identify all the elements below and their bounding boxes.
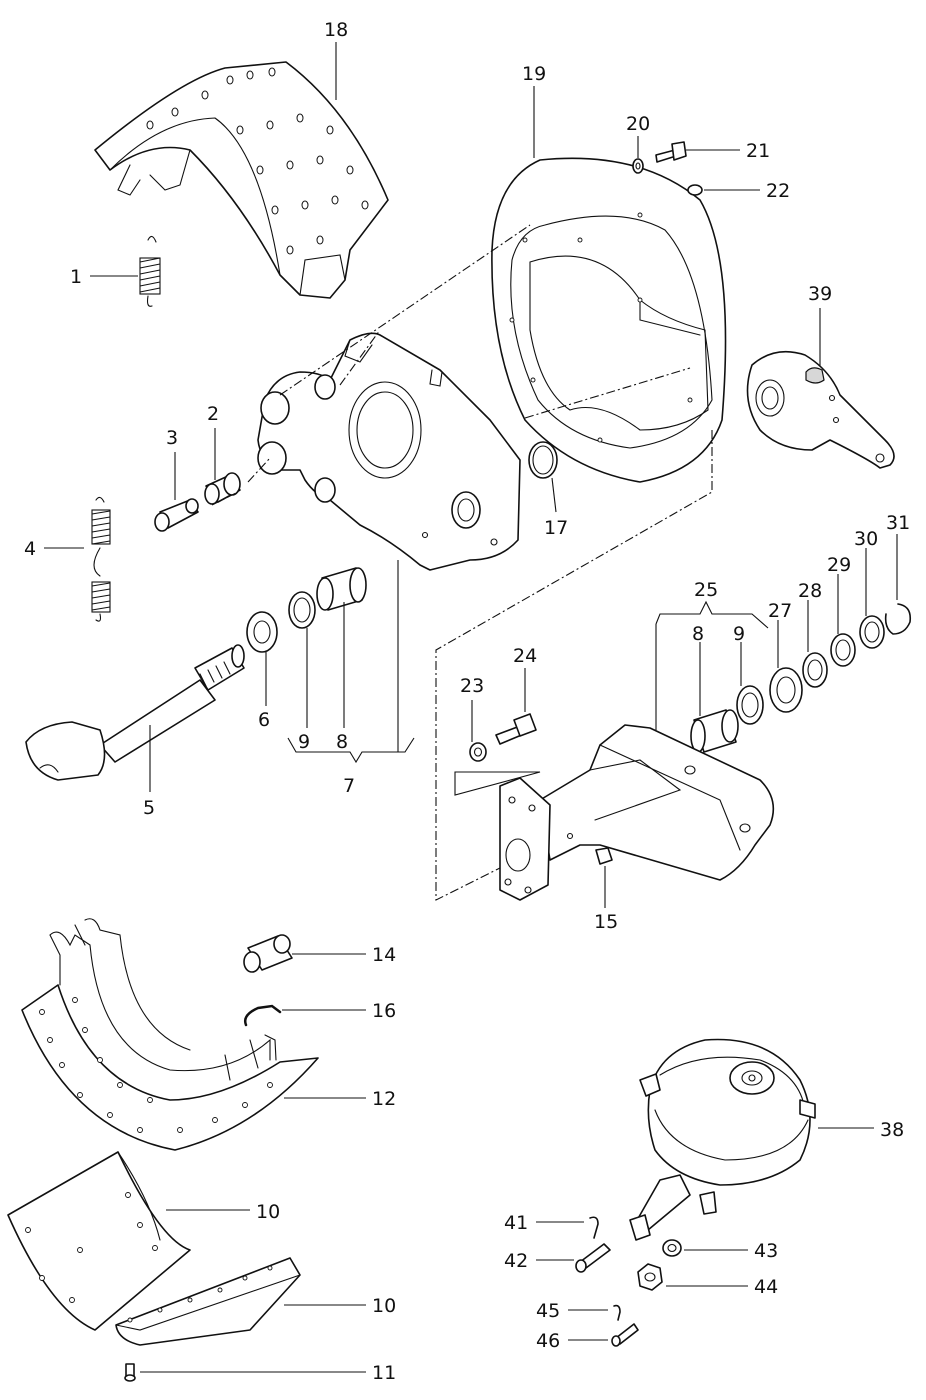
callout-9-left: 9: [298, 731, 310, 753]
part-30-washer: [859, 615, 885, 649]
part-20-washer: [632, 158, 644, 174]
part-41-cotter-pin: [589, 1216, 599, 1239]
part-19-dust-shield: [491, 157, 727, 483]
part-23-washer: [469, 742, 487, 762]
callout-38: 38: [880, 1119, 904, 1141]
part-6-washer: [246, 611, 278, 653]
callout-29: 29: [827, 554, 851, 576]
callout-46: 46: [536, 1330, 560, 1352]
part-18-brake-shoe-upper: [94, 61, 389, 299]
callout-10-upper: 10: [256, 1201, 280, 1223]
part-5-camshaft: [25, 644, 245, 781]
part-9-seal-left: [288, 591, 316, 629]
callout-1: 1: [70, 266, 82, 288]
callout-5: 5: [143, 797, 155, 819]
part-10-lining-upper: [7, 1151, 191, 1331]
part-10-lining-lower: [115, 1257, 301, 1346]
brake-spider: [257, 332, 521, 571]
part-3-anchor-pin: [154, 498, 199, 532]
part-42-clevis-pin: [575, 1243, 611, 1273]
callout-24: 24: [513, 645, 537, 667]
callout-30: 30: [854, 528, 878, 550]
callout-14: 14: [372, 944, 396, 966]
camshaft-support-bracket: [499, 724, 775, 901]
callout-41: 41: [504, 1212, 528, 1234]
callout-6: 6: [258, 709, 270, 731]
callout-3: 3: [166, 427, 178, 449]
part-29-washer: [830, 633, 856, 667]
callout-9-right: 9: [733, 623, 745, 645]
callout-10-lower: 10: [372, 1295, 396, 1317]
callout-20: 20: [626, 113, 650, 135]
part-9-seal-right: [736, 685, 764, 725]
callout-2: 2: [207, 403, 219, 425]
callout-11: 11: [372, 1362, 396, 1384]
callout-42: 42: [504, 1250, 528, 1272]
callout-44: 44: [754, 1276, 778, 1298]
part-27-washer: [769, 667, 803, 713]
part-38-brake-chamber: [629, 1038, 816, 1241]
part-15-grease-fitting: [595, 847, 613, 865]
part-4-springs: [91, 496, 111, 622]
callout-12: 12: [372, 1088, 396, 1110]
callout-15: 15: [594, 911, 618, 933]
callout-31: 31: [886, 512, 910, 534]
part-1-return-spring: [139, 235, 161, 307]
callout-21: 21: [746, 140, 770, 162]
part-12-brake-shoe-lower: [21, 918, 319, 1151]
callout-17: 17: [544, 517, 568, 539]
part-45-cotter-pin: [613, 1304, 621, 1321]
callout-22: 22: [766, 180, 790, 202]
callout-23: 23: [460, 675, 484, 697]
part-22-plug: [687, 184, 703, 196]
part-28-spacer: [802, 652, 828, 688]
part-14-roller-pin: [243, 934, 293, 973]
callout-28: 28: [798, 580, 822, 602]
part-44-nut: [637, 1263, 663, 1291]
callout-27: 27: [768, 600, 792, 622]
part-24-bolt: [495, 713, 537, 745]
callout-25: 25: [694, 579, 718, 601]
part-21-bolt: [655, 141, 687, 163]
part-16-clip: [244, 1004, 282, 1027]
callout-4: 4: [24, 538, 36, 560]
callout-43: 43: [754, 1240, 778, 1262]
part-31-snap-ring: [884, 603, 912, 635]
callout-8-right: 8: [692, 623, 704, 645]
callout-19: 19: [522, 63, 546, 85]
callout-18: 18: [324, 19, 348, 41]
part-17-o-ring: [528, 441, 558, 479]
part-8-bushing-left: [316, 567, 367, 611]
part-39-slack-adjuster: [746, 350, 895, 469]
part-43-washer: [662, 1239, 682, 1257]
part-2-bushing: [204, 472, 241, 505]
callout-16: 16: [372, 1000, 396, 1022]
callout-8-left: 8: [336, 731, 348, 753]
callout-45: 45: [536, 1300, 560, 1322]
part-46-pin: [611, 1323, 639, 1347]
callout-39: 39: [808, 283, 832, 305]
part-8-bushing-right: [690, 709, 739, 753]
callout-7: 7: [343, 775, 355, 797]
part-11-rivet: [124, 1363, 136, 1382]
